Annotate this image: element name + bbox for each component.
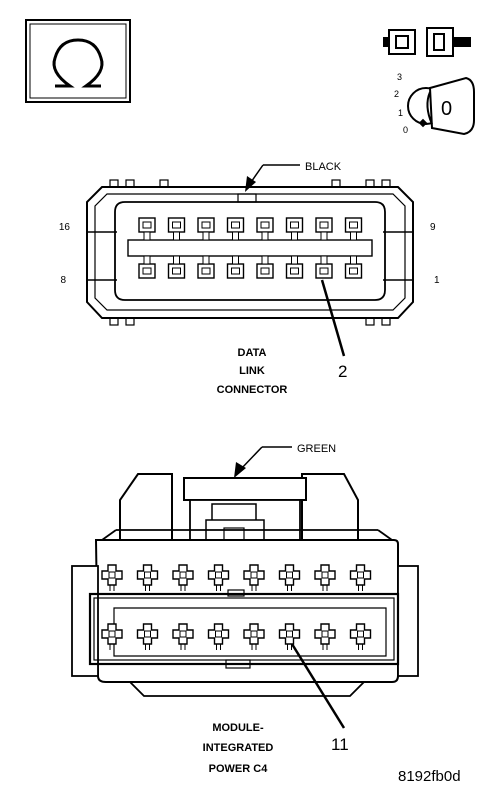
pin-number-8: 8 [60, 275, 66, 286]
black-color-leader [245, 164, 300, 192]
dlc-pin-cavity [285, 217, 304, 241]
connector-1-color: BLACK [305, 161, 342, 173]
pin-number-9: 9 [430, 222, 436, 233]
module-integrated-power-c4-connector [71, 473, 419, 697]
c4-terminal [207, 564, 230, 591]
dlc-pin-cavity [315, 217, 333, 241]
dlc-pin-cavities [138, 217, 363, 279]
c4-terminal [314, 564, 336, 591]
green-color-leader [234, 446, 292, 478]
c4-terminal [314, 623, 336, 650]
dlc-pin-cavity [315, 255, 333, 279]
dlc-pin-cavity [167, 255, 186, 279]
c4-terminal [207, 623, 230, 650]
dlc-pin-cavity [167, 217, 186, 241]
connector-2-name-line-3: POWER C4 [209, 763, 269, 775]
c4-terminal [136, 564, 159, 591]
c4-terminal [172, 564, 194, 591]
c4-terminal [101, 623, 123, 650]
c4-terminal [243, 564, 265, 591]
c4-terminal [243, 623, 265, 650]
dlc-pin-cavity [138, 255, 156, 279]
pin-2-leader [320, 279, 346, 357]
figure-id: 8192fb0d [398, 768, 461, 785]
connector-2-name-line-2: INTEGRATED [203, 742, 274, 754]
dlc-pin-cavity [256, 255, 274, 279]
connector-1-callout-pin: 2 [338, 362, 347, 381]
connector-1-name-line-3: CONNECTOR [217, 384, 288, 396]
dlc-pin-cavity [285, 255, 304, 279]
ignition-position-3: 3 [397, 72, 402, 82]
connector-2-name-line-1: MODULE- [212, 722, 264, 734]
ignition-position-1: 1 [398, 108, 403, 118]
c4-terminal [278, 623, 301, 650]
ignition-switch-icon: 3 2 1 0 0 [394, 72, 475, 136]
c4-terminal [349, 564, 372, 591]
ignition-key-label: 0 [441, 98, 452, 120]
connector-2-color: GREEN [297, 443, 336, 455]
ignition-position-0: 0 [403, 125, 408, 135]
dlc-pin-cavity [344, 255, 363, 279]
connector-1-name-line-2: LINK [239, 365, 265, 377]
connector-1-name-line-1: DATA [238, 347, 267, 359]
c4-terminal [101, 564, 123, 591]
pin-11-leader [290, 643, 346, 729]
dlc-pin-cavity [344, 217, 363, 241]
c4-terminal [349, 623, 372, 650]
c4-terminal [172, 623, 194, 650]
ohmmeter-icon [25, 19, 131, 103]
dlc-pin-cavity [226, 217, 245, 241]
c4-pin-cavities [101, 564, 372, 650]
c4-terminal [136, 623, 159, 650]
dlc-pin-cavity [197, 255, 215, 279]
c4-terminal [278, 564, 301, 591]
pin-number-1: 1 [434, 275, 440, 286]
dlc-pin-cavity [197, 217, 215, 241]
dlc-pin-cavity [138, 217, 156, 241]
pin-number-16: 16 [59, 222, 71, 233]
connector-2-callout-pin: 11 [331, 735, 349, 754]
dlc-pin-cavity [226, 255, 245, 279]
data-link-connector [86, 179, 414, 326]
dlc-pin-cavity [256, 217, 274, 241]
disconnected-connector-icon [383, 27, 471, 57]
ignition-position-2: 2 [394, 89, 399, 99]
